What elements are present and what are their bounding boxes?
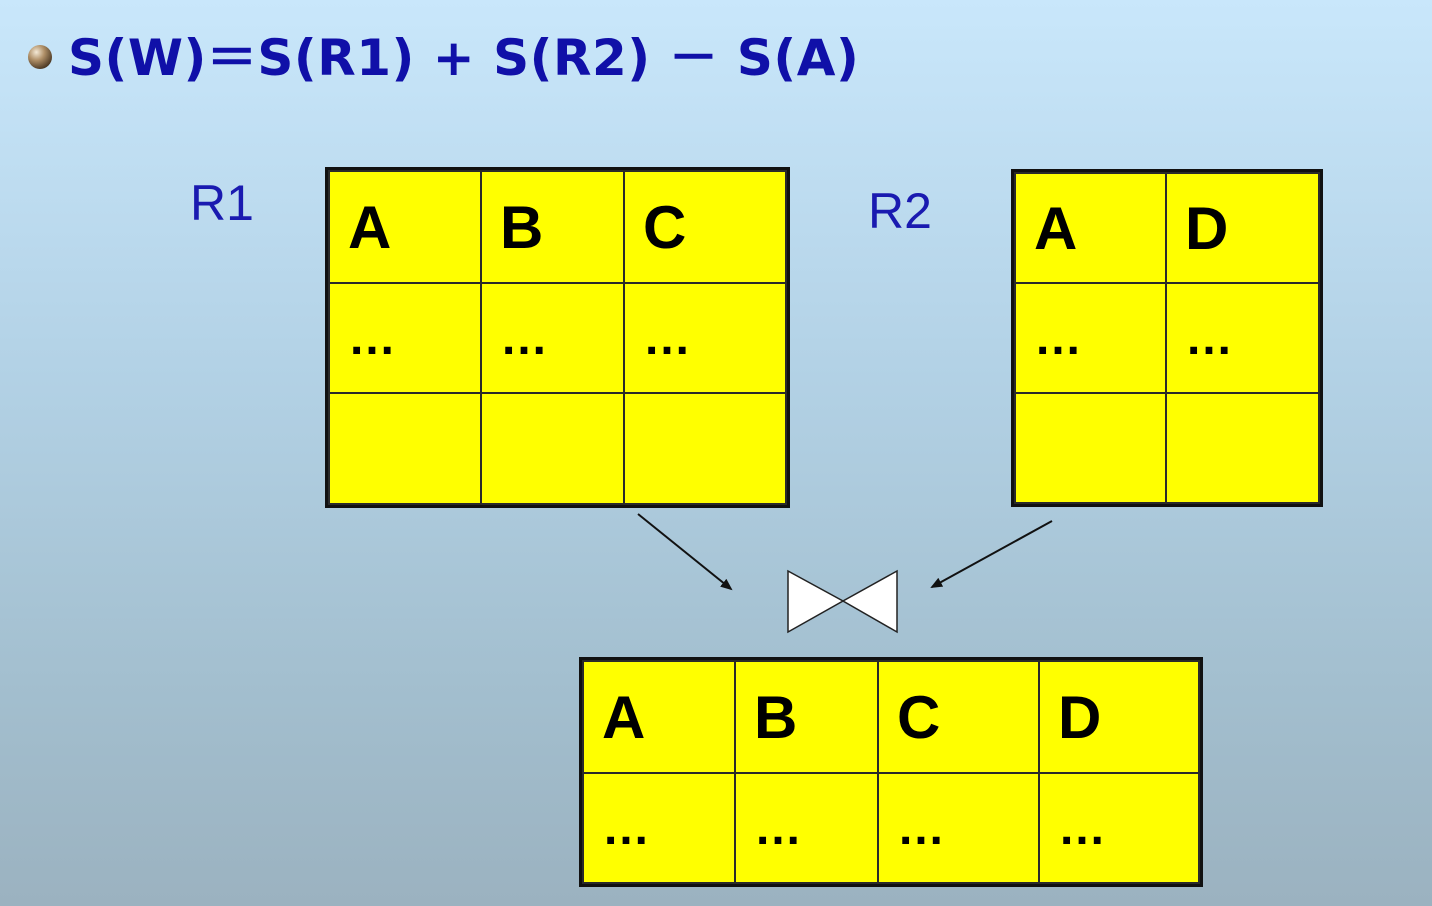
r1-header-cell: C — [623, 170, 787, 284]
r2-label: R2 — [868, 183, 932, 239]
result-table: A B C D … … … … — [579, 657, 1203, 887]
r1-cell: … — [623, 282, 787, 394]
r1-table: A B C … … … — [325, 167, 790, 508]
r1-header-cell: A — [328, 170, 482, 284]
result-header-cell: C — [877, 660, 1040, 774]
r1-cell: … — [328, 282, 482, 394]
result-cell: … — [582, 772, 736, 884]
r2-cell: … — [1014, 282, 1167, 394]
formula-line: S(W)＝S(R1) + S(R2) － S(A) — [28, 14, 859, 94]
r1-cell — [623, 392, 787, 505]
r2-header-cell: D — [1165, 172, 1320, 284]
r2-cell: … — [1165, 282, 1320, 394]
r1-label: R1 — [190, 175, 254, 231]
result-header-cell: A — [582, 660, 736, 774]
r2-table: A D … … — [1011, 169, 1323, 507]
r1-cell — [480, 392, 625, 505]
r1-cell — [328, 392, 482, 505]
r2-cell — [1165, 392, 1320, 504]
r2-cell — [1014, 392, 1167, 504]
r2-to-join-arrow — [930, 520, 1053, 588]
result-header-cell: D — [1038, 660, 1200, 774]
natural-join-bowtie-icon — [787, 569, 898, 634]
formula-text: S(W)＝S(R1) + S(R2) － S(A) — [68, 29, 860, 87]
r1-cell: … — [480, 282, 625, 394]
result-header-cell: B — [734, 660, 879, 774]
r1-to-join-arrow — [637, 513, 733, 591]
result-cell: … — [1038, 772, 1200, 884]
result-cell: … — [734, 772, 879, 884]
r1-header-cell: B — [480, 170, 625, 284]
bullet-icon — [28, 45, 52, 69]
r2-header-cell: A — [1014, 172, 1167, 284]
result-cell: … — [877, 772, 1040, 884]
